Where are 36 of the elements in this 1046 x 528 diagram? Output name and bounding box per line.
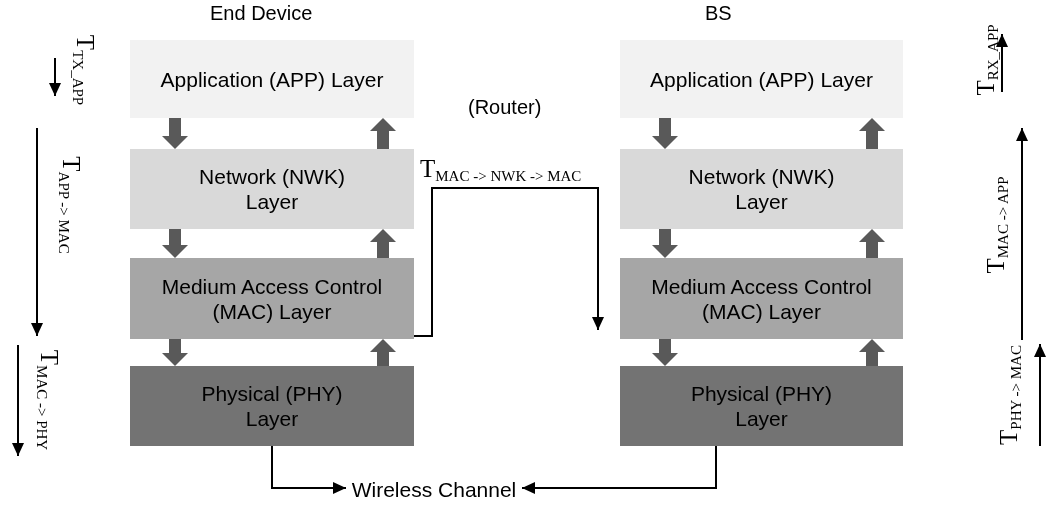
channel-label: Wireless Channel [351,476,517,502]
layer-name: Application (APP) Layer [650,66,873,92]
layer-box [130,366,414,446]
layer-box [130,149,414,229]
block-arrow [859,339,885,366]
block-arrow [370,118,396,149]
layer-name: Physical (PHY) Layer [689,381,834,431]
block-arrow [859,118,885,149]
layer-name: Physical (PHY) Layer [200,381,344,431]
layer-name: Network (NWK) Layer [198,164,346,214]
arrow [271,445,347,494]
column-title: BS [705,2,732,25]
block-arrow [162,339,188,366]
layer-name: Network (NWK) Layer [687,164,836,214]
block-arrow [652,118,678,149]
layer-name: Medium Access Control (MAC) Layer [650,273,873,324]
block-arrow [652,339,678,366]
arrow [521,445,717,494]
block-arrow [162,229,188,258]
layer-box [620,149,903,229]
column-title: End Device [210,2,313,25]
layer-name: Application (APP) Layer [160,66,384,92]
block-arrow [370,229,396,258]
block-arrow [859,229,885,258]
layer-box [130,258,414,339]
router-label: (Router) [468,96,542,119]
block-arrow [652,229,678,258]
edge-label: T$_{MAC -> NWK -> MAC}$ [420,155,582,185]
layer-box [620,40,903,118]
layer-box [620,258,903,339]
block-arrow [370,339,396,366]
layer-box [130,40,414,118]
arrow [413,187,604,337]
layer-name: Medium Access Control (MAC) Layer [160,273,384,324]
layer-box [620,366,903,446]
block-arrow [162,118,188,149]
